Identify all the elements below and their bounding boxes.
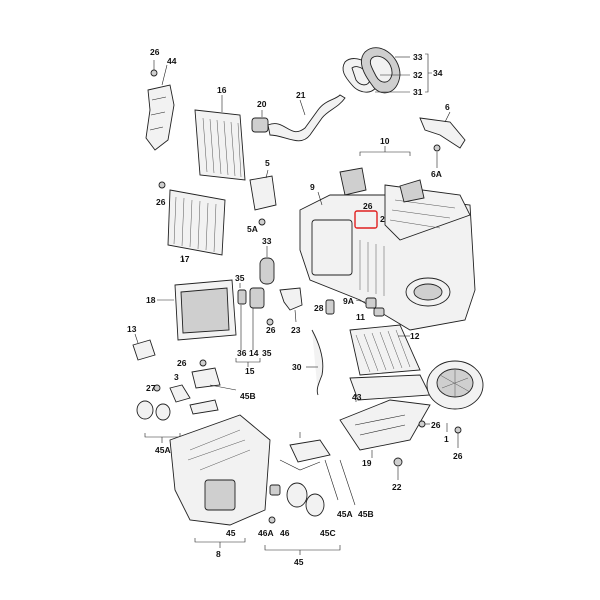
label-3: 3 [174, 372, 179, 382]
label-28: 28 [314, 303, 324, 313]
lower-housing-8 [169, 414, 271, 548]
label-43: 43 [352, 392, 362, 402]
main-housing [299, 167, 476, 331]
gaskets-31-33 [342, 47, 432, 94]
highlight-box [354, 210, 378, 229]
clip-22 [393, 457, 403, 480]
cabin-filter-12 [349, 324, 421, 376]
bracket-23 [279, 287, 303, 323]
label-32: 32 [413, 70, 423, 80]
label-44: 44 [167, 56, 177, 66]
label-12: 12 [410, 331, 420, 341]
label-45a: 45A [337, 509, 353, 519]
label-14: 14 [249, 348, 259, 358]
filter-18 [157, 279, 237, 341]
label-20: 20 [257, 99, 267, 109]
label-10: 10 [380, 136, 390, 146]
bracket-44 [145, 60, 175, 151]
label-45: 45 [226, 528, 236, 538]
label-9: 9 [310, 182, 315, 192]
label-46a: 46A [258, 528, 274, 538]
label-35: 35 [262, 348, 272, 358]
label-5: 5 [265, 158, 270, 168]
label-26: 26 [177, 358, 187, 368]
duct-19 [339, 399, 431, 458]
label-45: 45 [294, 557, 304, 567]
label-9a: 9A [343, 296, 354, 306]
label-26: 26 [363, 201, 373, 211]
label-45b: 45B [358, 509, 374, 519]
bracket-13 [132, 333, 156, 361]
label-33: 33 [413, 52, 423, 62]
label-18: 18 [146, 295, 156, 305]
label-13: 13 [127, 324, 137, 334]
leader-9 [317, 191, 323, 206]
label-6a: 6A [431, 169, 442, 179]
bracket-5 [249, 169, 277, 226]
grommet-33 [259, 246, 275, 285]
label-30: 30 [292, 362, 302, 372]
filter-cover-43 [349, 374, 431, 402]
heater-core-16 [194, 95, 246, 181]
pipes-20-21 [251, 94, 346, 142]
clips-9a-11 [355, 297, 385, 317]
label-35: 35 [235, 273, 245, 283]
label-45b: 45B [240, 391, 256, 401]
label-15: 15 [245, 366, 255, 376]
bracket-line-10 [359, 146, 411, 156]
label-2: 2 [380, 214, 385, 224]
label-1: 1 [444, 434, 449, 444]
fitting-28 [325, 299, 335, 315]
label-26: 26 [150, 47, 160, 57]
label-26: 26 [156, 197, 166, 207]
evaporator-17 [158, 181, 226, 263]
sensors-35-36-14 [235, 283, 274, 367]
label-22: 22 [392, 482, 402, 492]
label-45c: 45C [320, 528, 336, 538]
hose-30 [306, 329, 324, 396]
actuators-45 [264, 432, 356, 555]
label-17: 17 [180, 254, 190, 264]
actuator-parts [136, 359, 237, 443]
bracket-6 [419, 111, 466, 168]
label-16: 16 [217, 85, 227, 95]
label-23: 23 [291, 325, 301, 335]
label-27: 27 [146, 383, 156, 393]
label-33: 33 [262, 236, 272, 246]
label-26: 26 [266, 325, 276, 335]
label-46: 46 [280, 528, 290, 538]
label-36: 36 [237, 348, 247, 358]
label-11: 11 [356, 312, 365, 322]
blower-motor-1 [418, 360, 484, 448]
label-45a: 45A [155, 445, 171, 455]
label-21: 21 [296, 90, 306, 100]
label-26: 26 [431, 420, 441, 430]
label-34: 34 [433, 68, 443, 78]
label-5a: 5A [247, 224, 258, 234]
label-31: 31 [413, 87, 423, 97]
label-6: 6 [445, 102, 450, 112]
label-26: 26 [453, 451, 463, 461]
label-19: 19 [362, 458, 372, 468]
label-8: 8 [216, 549, 221, 559]
